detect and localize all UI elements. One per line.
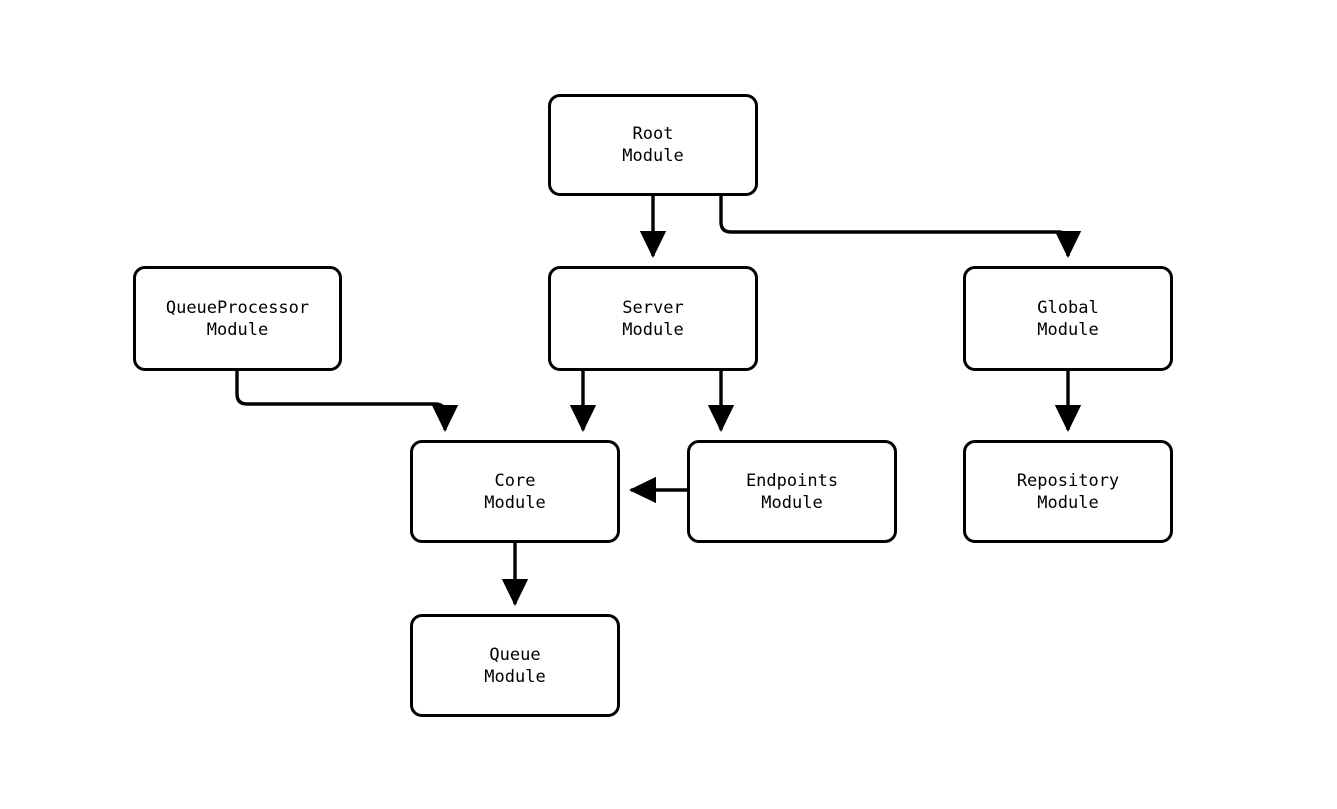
node-queueprocessor-module-line1: QueueProcessor xyxy=(165,297,310,318)
node-repository-module-line1: Repository xyxy=(1016,470,1120,491)
node-root-module-line2: Module xyxy=(622,146,684,166)
node-repository-module[interactable]: Repository Module xyxy=(963,440,1173,543)
node-endpoints-module[interactable]: Endpoints Module xyxy=(687,440,897,543)
node-root-module[interactable]: Root Module xyxy=(548,94,758,196)
node-core-module-line2: Module xyxy=(484,492,546,513)
node-global-module-line2: Module xyxy=(1037,319,1099,340)
edge-root-to-global xyxy=(719,196,1082,259)
edge-queueprocessor-to-core xyxy=(235,371,459,433)
node-global-module-line1: Global xyxy=(1037,297,1099,318)
node-endpoints-module-line1: Endpoints xyxy=(745,470,839,491)
node-queueprocessor-module[interactable]: QueueProcessor Module xyxy=(133,266,342,371)
node-core-module[interactable]: Core Module xyxy=(410,440,620,543)
node-root-module-line1: Root xyxy=(632,124,674,144)
node-global-module[interactable]: Global Module xyxy=(963,266,1173,371)
node-queue-module-line2: Module xyxy=(484,666,546,687)
node-queueprocessor-module-line2: Module xyxy=(206,319,269,340)
node-endpoints-module-line2: Module xyxy=(761,492,823,513)
node-server-module-line1: Server xyxy=(622,297,684,318)
node-server-module-line2: Module xyxy=(622,319,684,340)
node-queue-module[interactable]: Queue Module xyxy=(410,614,620,717)
node-server-module[interactable]: Server Module xyxy=(548,266,758,371)
node-repository-module-line2: Module xyxy=(1037,492,1099,513)
node-core-module-line1: Core xyxy=(494,470,536,491)
node-queue-module-line1: Queue xyxy=(489,644,541,665)
